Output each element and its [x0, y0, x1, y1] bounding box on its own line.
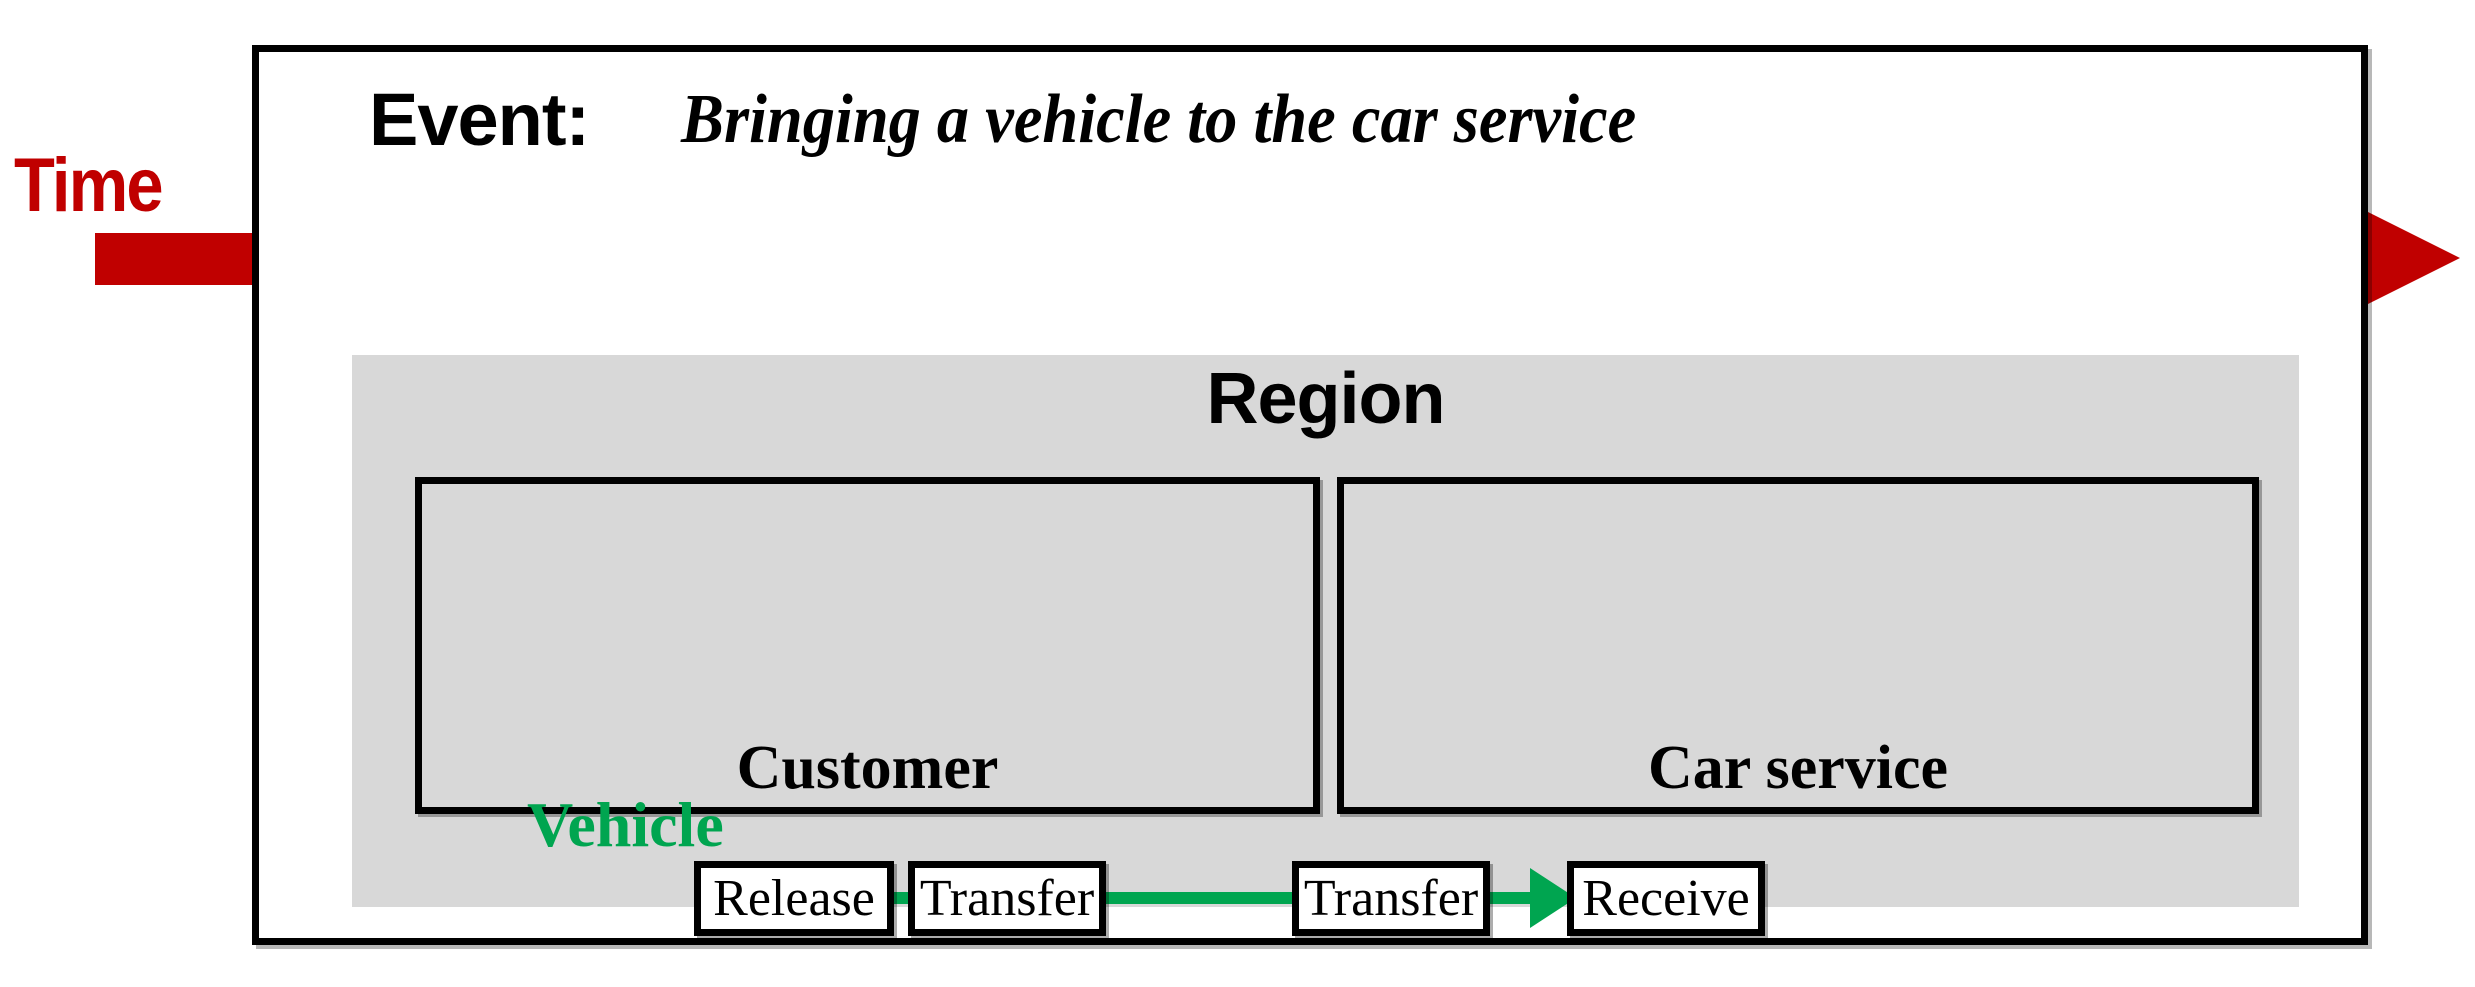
- activity-box-transfer-car-service[interactable]: Transfer: [1292, 861, 1490, 936]
- activity-box-transfer-customer[interactable]: Transfer: [908, 861, 1106, 936]
- event-frame: Event: Bringing a vehicle to the car ser…: [252, 45, 2368, 945]
- event-label: Event:: [369, 78, 590, 161]
- connector-transfer-to-transfer: [1100, 892, 1300, 904]
- lane-title-car-service: Car service: [1647, 734, 1949, 802]
- event-header: Event: Bringing a vehicle to the car ser…: [259, 70, 2361, 170]
- connector-transfer-to-receive: [1484, 892, 1536, 904]
- region-title: Region: [1206, 359, 1446, 439]
- lane-title-customer: Customer: [736, 734, 999, 802]
- event-title: Bringing a vehicle to the car service: [681, 81, 1637, 158]
- region-panel: Region Customer Car service Vehicle Rele…: [352, 355, 2299, 936]
- lane-car-service: Car service: [1337, 477, 2259, 814]
- time-axis-label: Time: [14, 143, 164, 228]
- activity-box-release[interactable]: Release: [694, 861, 894, 936]
- lane-customer: Customer: [415, 477, 1320, 814]
- activity-box-receive[interactable]: Receive: [1567, 861, 1765, 936]
- object-flow-label-vehicle: Vehicle: [527, 789, 724, 860]
